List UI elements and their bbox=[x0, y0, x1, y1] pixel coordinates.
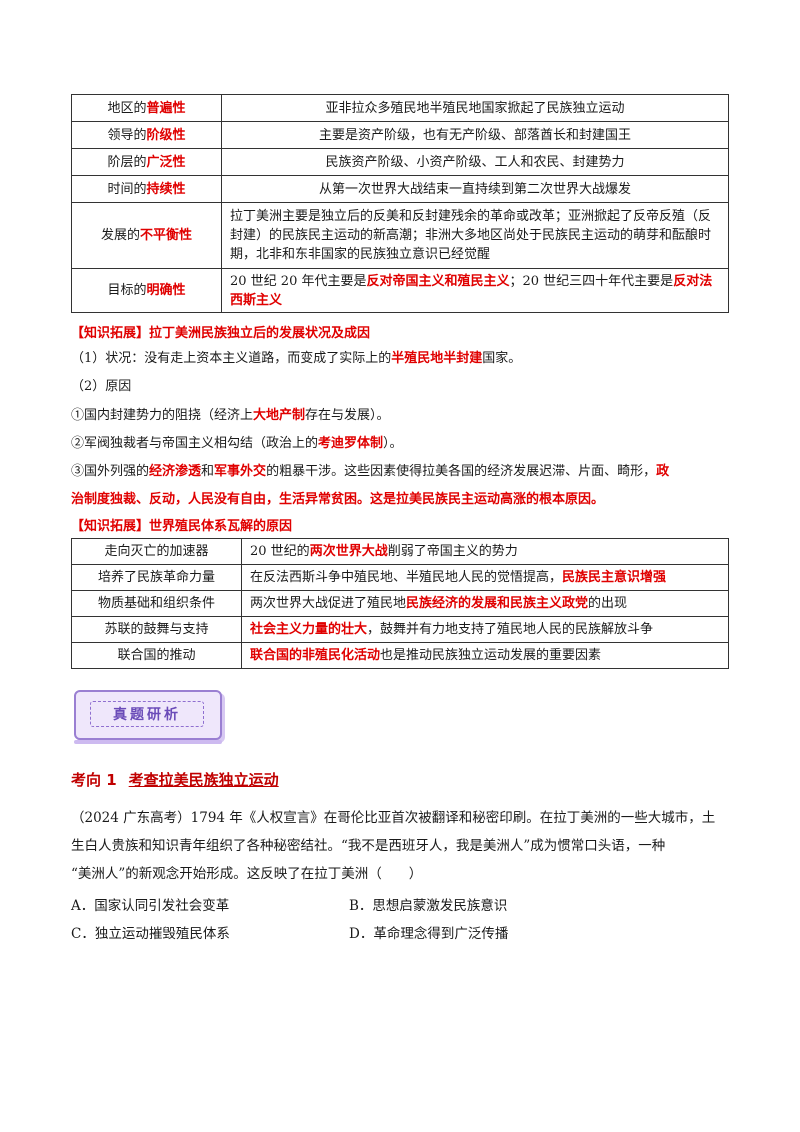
option-c[interactable]: C．独立运动摧毁殖民体系 bbox=[71, 926, 230, 942]
table-row: 发展的不平衡性 拉丁美洲主要是独立后的反美和反封建残余的革命或改革；亚洲掀起了反… bbox=[71, 202, 729, 269]
reason-conclusion: 治制度独裁、反动，人民没有自由，生活异常贫困。这是拉美民族民主运动高涨的根本原因… bbox=[71, 492, 605, 507]
table-row: 苏联的鼓舞与支持 社会主义力量的壮大，鼓舞并有力地支持了殖民地人民的民族解放斗争 bbox=[71, 616, 729, 643]
row-value: 拉丁美洲主要是独立后的反美和反封建残余的革命或改革；亚洲掀起了反帝反殖（反封建）… bbox=[221, 202, 729, 269]
table-row: 领导的阶级性 主要是资产阶级，也有无产阶级、部落酋长和封建国王 bbox=[71, 121, 729, 149]
row-key: 苏联的鼓舞与支持 bbox=[71, 616, 242, 643]
row-key: 走向灭亡的加速器 bbox=[71, 538, 242, 565]
row-value: 两次世界大战促进了殖民地民族经济的发展和民族主义政党的出现 bbox=[241, 590, 729, 617]
row-key: 地区的普遍性 bbox=[71, 94, 222, 122]
colonial-system-table: 走向灭亡的加速器 20 世纪的两次世界大战削弱了帝国主义的势力 培养了民族革命力… bbox=[71, 538, 729, 669]
row-value: 20 世纪 20 年代主要是反对帝国主义和殖民主义；20 世纪三四十年代主要是反… bbox=[221, 268, 729, 313]
banner-label: 真题研析 bbox=[90, 701, 204, 727]
reason-heading: （2）原因 bbox=[71, 379, 132, 394]
option-d[interactable]: D．革命理念得到广泛传播 bbox=[349, 926, 509, 942]
row-value: 民族资产阶级、小资产阶级、工人和农民、封建势力 bbox=[221, 148, 729, 176]
table-row: 物质基础和组织条件 两次世界大战促进了殖民地民族经济的发展和民族主义政党的出现 bbox=[71, 590, 729, 617]
table-row: 时间的持续性 从第一次世界大战结束一直持续到第二次世界大战爆发 bbox=[71, 175, 729, 203]
row-value: 20 世纪的两次世界大战削弱了帝国主义的势力 bbox=[241, 538, 729, 565]
row-value: 亚非拉众多殖民地半殖民地国家掀起了民族独立运动 bbox=[221, 94, 729, 122]
table-row: 培养了民族革命力量 在反法西斯斗争中殖民地、半殖民地人民的觉悟提高，民族民主意识… bbox=[71, 564, 729, 591]
knowledge-extension-heading: 【知识拓展】世界殖民体系瓦解的原因 bbox=[71, 519, 293, 534]
question-topic-title: 考向 1 考查拉美民族独立运动 bbox=[71, 769, 279, 790]
question-stem: （2024 广东高考）1794 年《人权宣言》在哥伦比亚首次被翻译和秘密印刷。在… bbox=[71, 806, 731, 887]
status-line: （1）状况：没有走上资本主义道路，而变成了实际上的半殖民地半封建国家。 bbox=[71, 351, 522, 366]
table-row: 联合国的推动 联合国的非殖民化活动也是推动民族独立运动发展的重要因素 bbox=[71, 642, 729, 669]
topic-number: 考向 1 bbox=[71, 771, 117, 789]
option-b[interactable]: B．思想启蒙激发民族意识 bbox=[349, 898, 508, 914]
table-row: 地区的普遍性 亚非拉众多殖民地半殖民地国家掀起了民族独立运动 bbox=[71, 94, 729, 122]
characteristics-table: 地区的普遍性 亚非拉众多殖民地半殖民地国家掀起了民族独立运动 领导的阶级性 主要… bbox=[71, 94, 729, 313]
stem-line: （2024 广东高考）1794 年《人权宣言》在哥伦比亚首次被翻译和秘密印刷。在… bbox=[71, 810, 716, 826]
stem-line: “美洲人”的新观念开始形成。这反映了在拉丁美洲（ ） bbox=[71, 866, 423, 882]
section-banner: 真题研析 bbox=[74, 690, 222, 740]
option-a[interactable]: A．国家认同引发社会变革 bbox=[71, 898, 230, 914]
row-value: 联合国的非殖民化活动也是推动民族独立运动发展的重要因素 bbox=[241, 642, 729, 669]
table-row: 阶层的广泛性 民族资产阶级、小资产阶级、工人和农民、封建势力 bbox=[71, 148, 729, 176]
banner-underline bbox=[74, 740, 222, 744]
row-value: 主要是资产阶级，也有无产阶级、部落酋长和封建国王 bbox=[221, 121, 729, 149]
stem-line: 生白人贵族和知识青年组织了各种秘密结社。“我不是西班牙人，我是美洲人”成为惯常口… bbox=[71, 838, 666, 854]
row-key: 阶层的广泛性 bbox=[71, 148, 222, 176]
knowledge-extension-heading: 【知识拓展】拉丁美洲民族独立后的发展状况及成因 bbox=[71, 326, 371, 341]
row-key: 培养了民族革命力量 bbox=[71, 564, 242, 591]
row-key: 目标的明确性 bbox=[71, 268, 222, 313]
row-value: 从第一次世界大战结束一直持续到第二次世界大战爆发 bbox=[221, 175, 729, 203]
row-key: 物质基础和组织条件 bbox=[71, 590, 242, 617]
row-key: 发展的不平衡性 bbox=[71, 202, 222, 269]
row-value: 在反法西斯斗争中殖民地、半殖民地人民的觉悟提高，民族民主意识增强 bbox=[241, 564, 729, 591]
row-key: 联合国的推动 bbox=[71, 642, 242, 669]
reason-item: ①国内封建势力的阻挠（经济上大地产制存在与发展）。 bbox=[71, 408, 390, 423]
table-row: 走向灭亡的加速器 20 世纪的两次世界大战削弱了帝国主义的势力 bbox=[71, 538, 729, 565]
row-key: 领导的阶级性 bbox=[71, 121, 222, 149]
reason-item: ③国外列强的经济渗透和军事外交的粗暴干涉。这些因素使得拉美各国的经济发展迟滞、片… bbox=[71, 464, 670, 479]
row-key: 时间的持续性 bbox=[71, 175, 222, 203]
table-row: 目标的明确性 20 世纪 20 年代主要是反对帝国主义和殖民主义；20 世纪三四… bbox=[71, 268, 729, 313]
topic-text: 考查拉美民族独立运动 bbox=[128, 771, 279, 789]
reason-item: ②军阀独裁者与帝国主义相勾结（政治上的考迪罗体制）。 bbox=[71, 436, 403, 451]
row-value: 社会主义力量的壮大，鼓舞并有力地支持了殖民地人民的民族解放斗争 bbox=[241, 616, 729, 643]
